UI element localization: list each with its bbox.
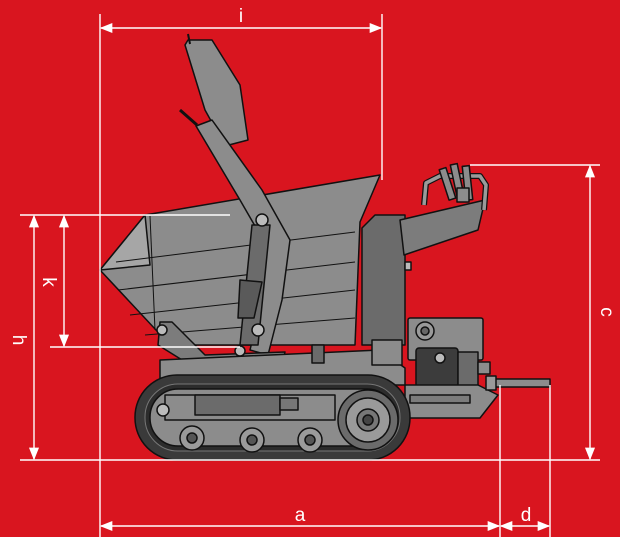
dimension-lines — [20, 14, 600, 537]
dimension-label-c: c — [596, 307, 617, 317]
dimension-label-a: a — [295, 505, 306, 526]
dimension-label-k: k — [38, 277, 59, 287]
control-panel — [399, 199, 486, 256]
upper-guard — [184, 39, 249, 147]
dimension-label-h: h — [8, 335, 29, 346]
control-levers — [438, 162, 474, 203]
rear-step — [489, 378, 551, 388]
dumper-machine — [99, 33, 551, 461]
control-column — [361, 214, 406, 346]
dimension-label-d: d — [521, 505, 532, 526]
dimension-label-i: i — [239, 6, 243, 27]
